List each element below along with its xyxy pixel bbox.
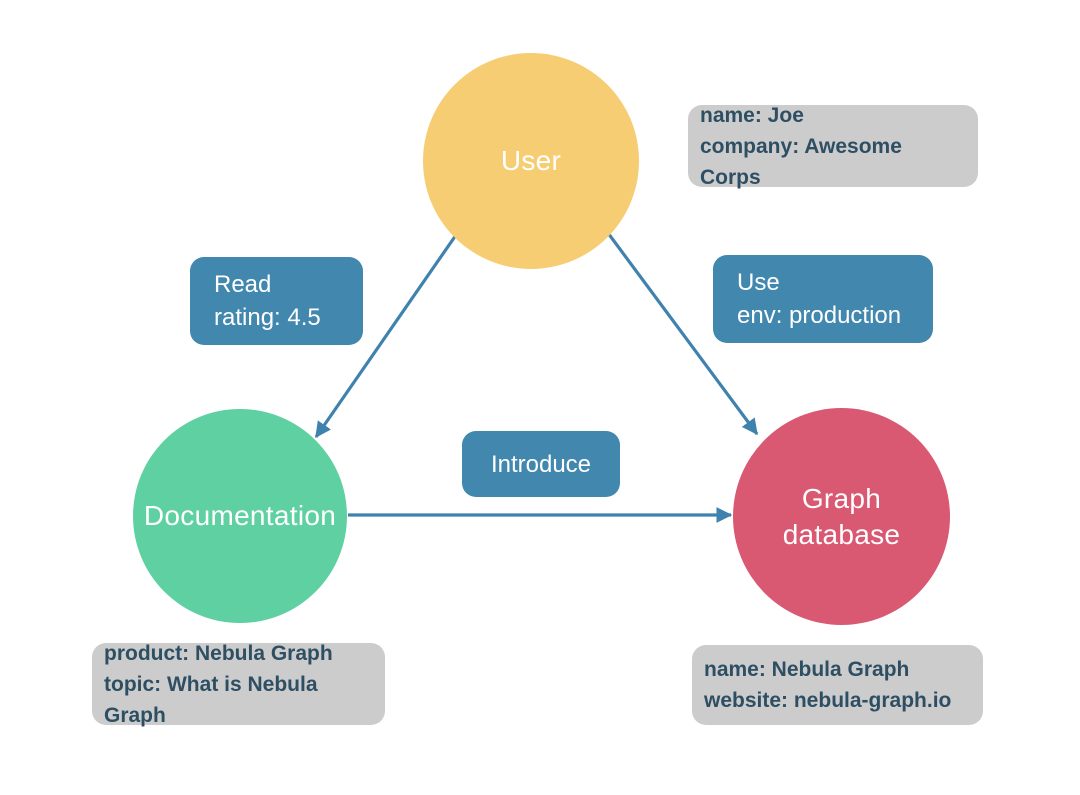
edge-use-name: Use <box>737 269 780 296</box>
property-box-user: name: Joe company: Awesome Corps <box>688 104 978 189</box>
edge-read-name: Read <box>214 271 272 298</box>
edge-label-introduce: Introduce <box>462 431 620 497</box>
property-box-documentation: product: Nebula Graph topic: What is Neb… <box>92 642 385 727</box>
node-graph-database-label: Graph database <box>783 481 901 553</box>
edge-read-property: rating: 4.5 <box>214 304 321 331</box>
node-graph-database-label-line1: Graph <box>801 482 882 514</box>
node-user-label: User <box>500 145 562 176</box>
edge-label-use: Use env: production <box>713 255 933 343</box>
node-graph-database: Graph database <box>733 408 950 625</box>
property-box-graph-database: name: Nebula Graph website: nebula-graph… <box>692 645 983 725</box>
node-documentation: Documentation <box>133 409 347 623</box>
property-documentation-topic: topic: What is Nebula Graph <box>104 672 318 727</box>
property-documentation-product: product: Nebula Graph <box>104 641 333 665</box>
property-graph-database-website: website: nebula-graph.io <box>704 689 952 712</box>
property-user-name: name: Joe <box>700 103 804 127</box>
edge-label-read: Read rating: 4.5 <box>190 257 363 345</box>
node-graph-database-label-line2: database <box>782 518 901 550</box>
node-user: User <box>423 53 639 269</box>
edge-use-property: env: production <box>737 302 902 329</box>
node-documentation-label: Documentation <box>143 500 337 531</box>
property-graph-database-name: name: Nebula Graph <box>704 658 910 681</box>
property-user-company: company: Awesome Corps <box>700 134 902 189</box>
edge-introduce-name: Introduce <box>490 450 592 478</box>
